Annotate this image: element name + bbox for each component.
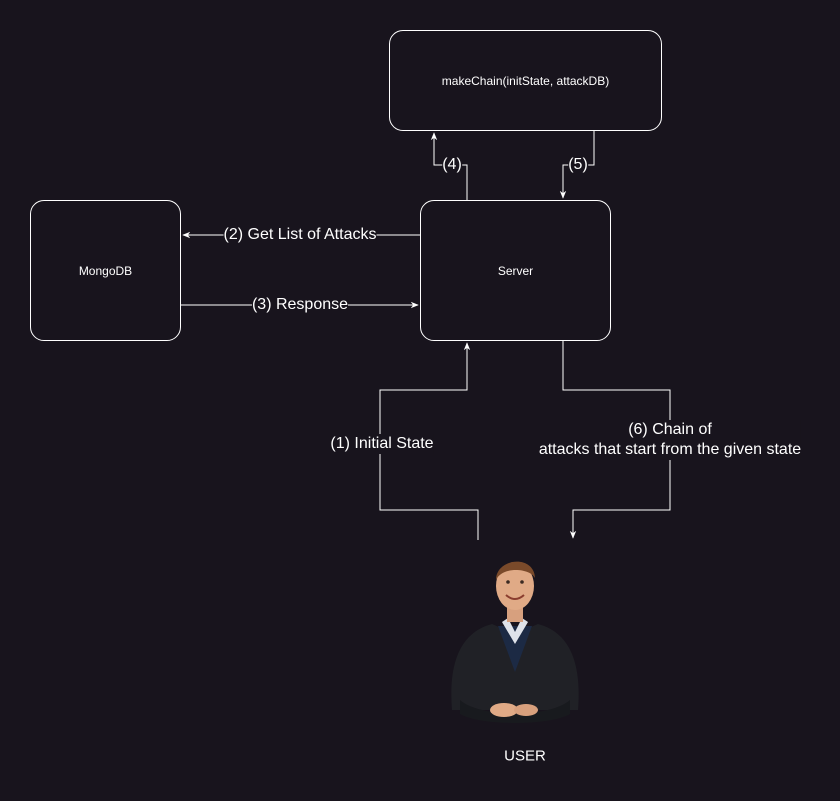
edge-label-step-4: (4) — [442, 155, 462, 175]
makechain-node[interactable]: makeChain(initState, attackDB) — [389, 30, 662, 131]
mongodb-node[interactable]: MongoDB — [30, 200, 181, 341]
edge-label-response: (3) Response — [251, 295, 349, 315]
server-label: Server — [497, 263, 534, 278]
user-photo-icon — [451, 561, 579, 723]
user-label: USER — [504, 747, 546, 765]
mongodb-label: MongoDB — [78, 263, 133, 278]
makechain-label: makeChain(initState, attackDB) — [441, 73, 610, 88]
server-node[interactable]: Server — [420, 200, 611, 341]
edge-label-get-list-of-attacks: (2) Get List of Attacks — [223, 225, 377, 245]
edge-label-chain-of-attacks: (6) Chain of attacks that start from the… — [538, 420, 802, 460]
edge-label-step-5: (5) — [568, 155, 588, 175]
edge-label-initial-state: (1) Initial State — [330, 434, 434, 454]
